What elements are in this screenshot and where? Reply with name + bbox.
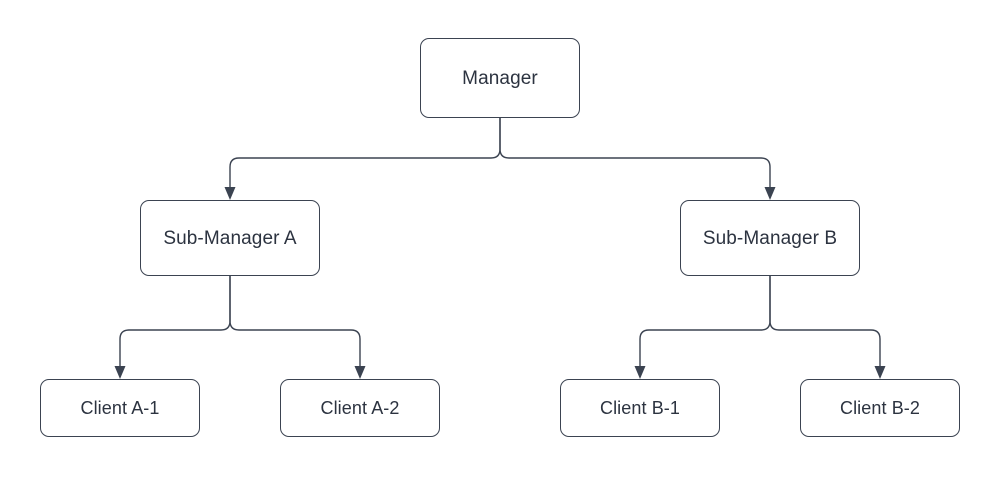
node-client-b-2[interactable]: Client B-2: [800, 379, 960, 437]
node-sub-manager-a[interactable]: Sub-Manager A: [140, 200, 320, 276]
edge-sub-a-client-a2: [229, 276, 361, 366]
node-client-b-1-label: Client B-1: [599, 398, 681, 418]
edge-manager-sub-b-arrowhead: [764, 187, 776, 200]
edge-sub-a-client-a1: [119, 276, 231, 366]
edge-sub-b-client-b2: [769, 276, 881, 366]
node-client-b-1[interactable]: Client B-1: [560, 379, 720, 437]
node-sub-manager-b[interactable]: Sub-Manager B: [680, 200, 860, 276]
node-client-a-2-label: Client A-2: [320, 398, 400, 418]
edge-sub-a-client-a2-arrowhead: [354, 366, 366, 379]
edge-sub-b-client-b1: [639, 276, 771, 366]
node-sub-manager-b-label: Sub-Manager B: [702, 227, 838, 249]
edge-manager-sub-b: [499, 118, 771, 187]
edge-sub-b-client-b1-arrowhead: [634, 366, 646, 379]
node-manager[interactable]: Manager: [420, 38, 580, 118]
edge-manager-sub-a-arrowhead: [224, 187, 236, 200]
node-client-a-2[interactable]: Client A-2: [280, 379, 440, 437]
node-sub-manager-a-label: Sub-Manager A: [163, 227, 297, 249]
node-manager-label: Manager: [462, 67, 538, 89]
node-client-b-2-label: Client B-2: [839, 398, 921, 418]
edge-sub-b-client-b2-arrowhead: [874, 366, 886, 379]
node-client-a-1[interactable]: Client A-1: [40, 379, 200, 437]
edge-sub-a-client-a1-arrowhead: [114, 366, 126, 379]
edge-manager-sub-a: [229, 118, 501, 187]
node-client-a-1-label: Client A-1: [80, 398, 160, 418]
